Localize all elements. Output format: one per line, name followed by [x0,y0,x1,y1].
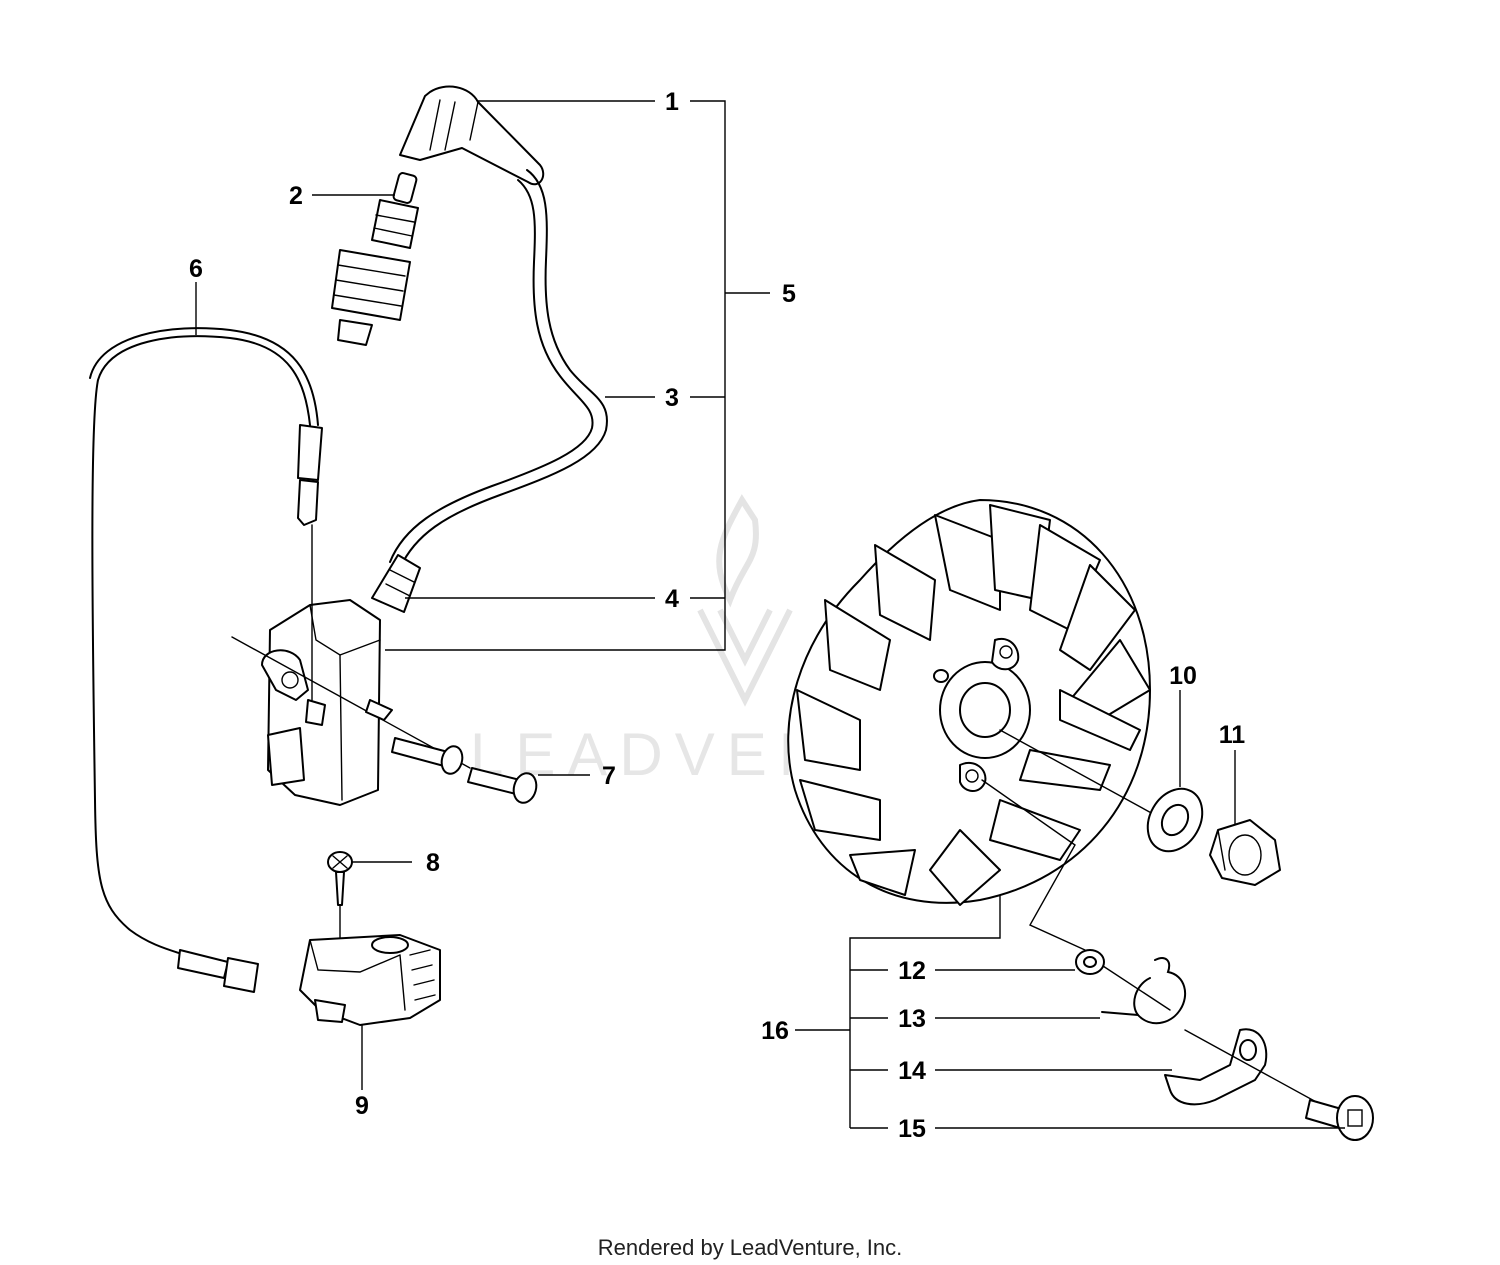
flywheel-washer [1146,787,1204,853]
spark-plug-boot [399,85,545,186]
callout-4: 4 [665,585,679,613]
callout-6: 6 [189,255,203,283]
stop-switch [299,934,441,1026]
callout-10: 10 [1169,662,1197,690]
callout-2: 2 [289,182,303,210]
flywheel [787,499,1156,951]
pawl-screw [1305,1095,1374,1141]
callout-8: 8 [426,849,440,877]
watermark-logo [697,494,793,707]
callout-3: 3 [665,384,679,412]
callout-15: 15 [898,1115,926,1143]
ignition-lead [389,169,608,569]
stop-wire [89,327,323,993]
callout-13: 13 [898,1005,926,1033]
callout-5: 5 [782,280,796,308]
switch-screw [327,851,353,941]
lead-grommet [371,554,421,613]
callouts: 1 2 3 4 5 6 7 8 9 10 11 12 13 14 15 16 [189,88,1245,1143]
pawl-washer [1075,949,1171,1011]
callout-16: 16 [761,1017,789,1045]
callout-11: 11 [1219,721,1246,749]
ignition-module [231,599,471,806]
pawl-spring [1101,957,1187,1025]
footer-credit: Rendered by LeadVenture, Inc. [598,1235,903,1260]
leader-lines [195,100,1345,1129]
callout-9: 9 [355,1092,369,1120]
callout-7: 7 [602,762,616,790]
callout-12: 12 [898,957,926,985]
callout-1: 1 [665,88,679,116]
callout-14: 14 [898,1057,926,1085]
spark-plug [331,172,419,346]
module-screws [391,737,538,804]
flywheel-nut [1209,819,1281,886]
